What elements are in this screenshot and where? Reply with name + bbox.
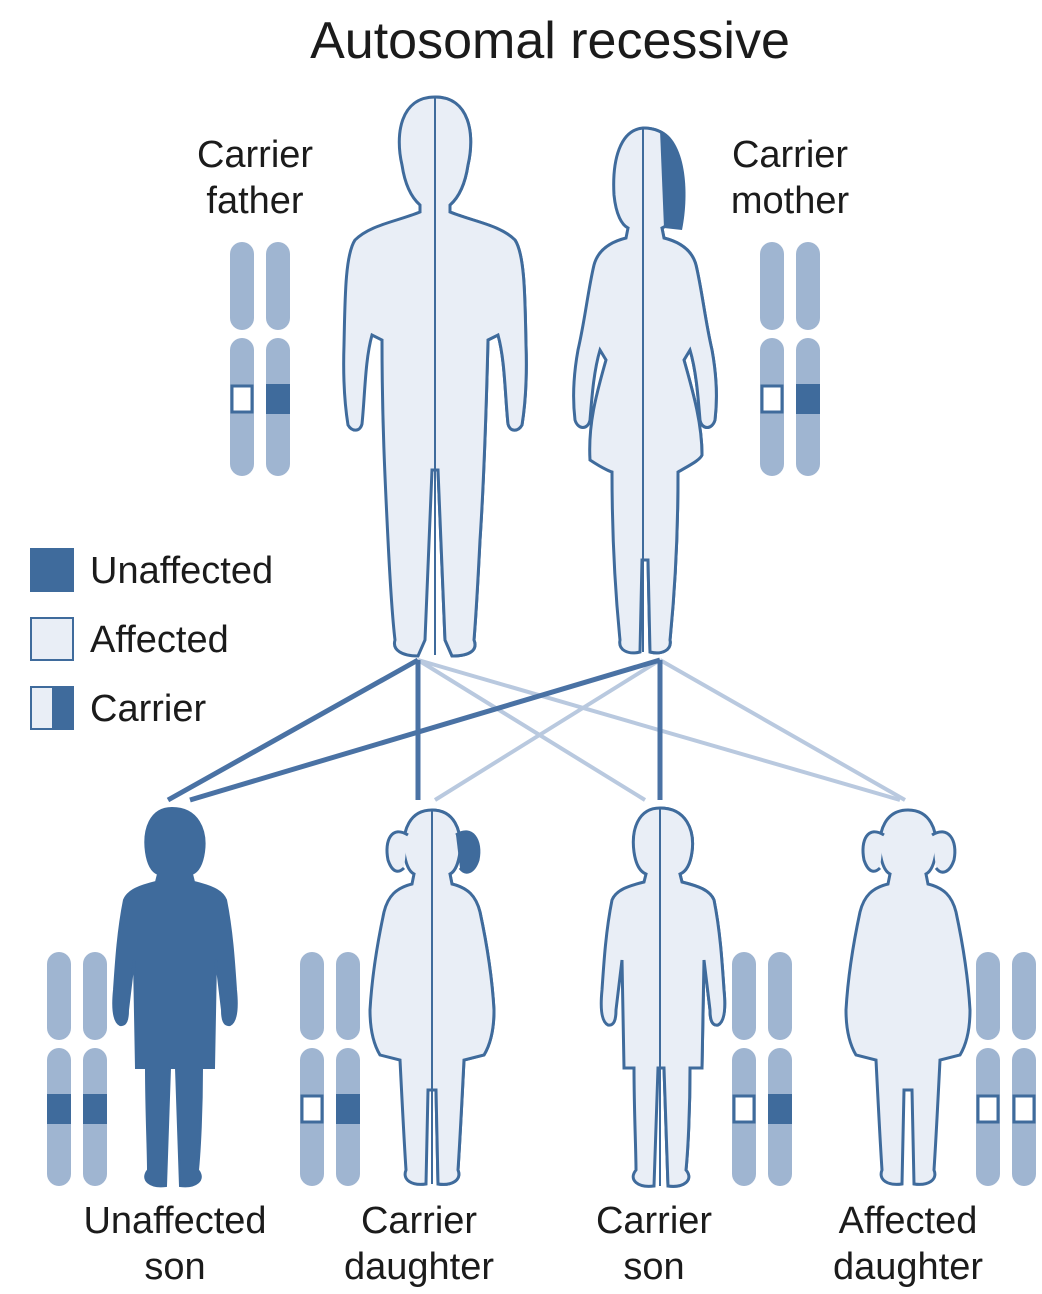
child-label-1: Unaffected son (45, 1198, 305, 1291)
legend-label-carrier: Carrier (90, 688, 207, 730)
child-4-chromosome-1-allele-band (976, 1094, 1000, 1124)
child-label-2-line1: Carrier (360, 1200, 478, 1242)
child-1-chromosome-1-allele-band (47, 1094, 71, 1124)
child-2-chromosome-pair (300, 952, 360, 1186)
affected-daughter-figure (844, 808, 972, 1186)
carrier-mother-figure (572, 126, 718, 655)
mother-label-line2: mother (730, 180, 850, 223)
father-label-line1: Carrier (196, 134, 314, 176)
child-1-chromosome-1-upper-arm (47, 952, 71, 1040)
child-4-chromosome-2-upper-arm (1012, 952, 1036, 1040)
child-1-chromosome-pair (47, 952, 107, 1186)
legend-swatch-dark (30, 548, 74, 592)
father-to-unaffected-son-line (166, 657, 420, 803)
legend-swatch-half (30, 686, 74, 730)
mother-chromosome-pair (760, 242, 820, 476)
child-1-chromosome-2-allele-band (83, 1094, 107, 1124)
chromosome-pairs (47, 242, 1036, 1186)
child-label-3-line2: son (623, 1246, 685, 1289)
unaffected-son-figure (112, 806, 238, 1188)
father-chromosome-pair (230, 242, 290, 476)
mother-chromosome-2-allele-band (796, 384, 820, 414)
mother-chromosome-2-upper-arm (796, 242, 820, 330)
mother-to-carrier-daughter-line (433, 658, 662, 802)
father-label-line2: father (206, 180, 304, 223)
father-chromosome-1-upper-arm (230, 242, 254, 330)
child-4-chromosome-1-upper-arm (976, 952, 1000, 1040)
mother-to-unaffected-son-line (189, 657, 661, 803)
child-2-chromosome-2-allele-band (336, 1094, 360, 1124)
father-label: Carrier father (155, 132, 355, 225)
child-3-chromosome-1-upper-arm (732, 952, 756, 1040)
child-label-2: Carrier daughter (289, 1198, 549, 1291)
child-label-2-line2: daughter (343, 1246, 494, 1289)
legend-swatch-light (30, 617, 74, 661)
child-4-chromosome-pair (976, 952, 1036, 1186)
father-to-carrier-son-line (416, 658, 647, 802)
mother-to-affected-daughter-line (659, 658, 906, 802)
child-2-chromosome-1-upper-arm (300, 952, 324, 1040)
father-chromosome-2-allele-band (266, 384, 290, 414)
child-label-1-line1: Unaffected (83, 1200, 267, 1242)
carrier-daughter-figure (368, 808, 496, 1186)
child-2-chromosome-1-allele-band (300, 1094, 324, 1124)
legend-label-unaffected: Unaffected (90, 550, 274, 592)
child-label-4: Affected daughter (778, 1198, 1038, 1291)
mother-label: Carrier mother (690, 132, 890, 225)
diagram-title: Autosomal recessive (310, 12, 790, 70)
father-chromosome-2-upper-arm (266, 242, 290, 330)
father-chromosome-1-allele-band (230, 384, 254, 414)
mother-chromosome-1-upper-arm (760, 242, 784, 330)
mother-label-line1: Carrier (731, 134, 849, 176)
child-label-3: Carrier son (524, 1198, 784, 1291)
child-3-chromosome-pair (732, 952, 792, 1186)
inheritance-lines (166, 657, 906, 803)
child-1-chromosome-2-upper-arm (83, 952, 107, 1040)
carrier-father-figure (342, 95, 528, 658)
child-4-chromosome-2-allele-band (1012, 1094, 1036, 1124)
mother-chromosome-1-allele-band (760, 384, 784, 414)
child-label-3-line1: Carrier (595, 1200, 713, 1242)
carrier-son-figure (599, 806, 727, 1188)
child-2-chromosome-2-upper-arm (336, 952, 360, 1040)
child-label-4-line1: Affected (838, 1200, 978, 1242)
child-3-chromosome-1-allele-band (732, 1094, 756, 1124)
child-3-chromosome-2-allele-band (768, 1094, 792, 1124)
child-label-4-line2: daughter (832, 1246, 983, 1289)
child-3-chromosome-2-upper-arm (768, 952, 792, 1040)
legend-label-affected: Affected (90, 619, 229, 661)
child-label-1-line2: son (144, 1246, 206, 1289)
